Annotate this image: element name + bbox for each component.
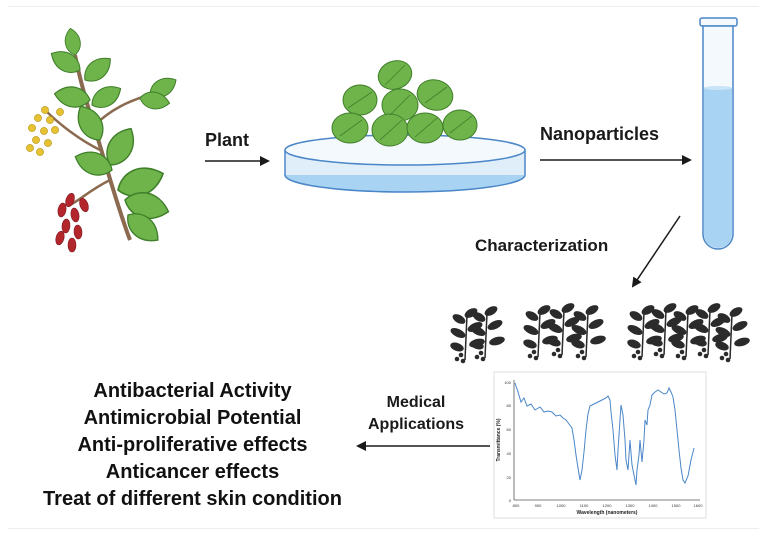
step-label-medical-applications: Medical Applications [368,392,464,436]
y-tick-label: 80 [507,403,512,408]
applications-list: Antibacterial Activity Antimicrobial Pot… [20,378,365,513]
barberry-plant-icon [26,26,181,253]
x-tick-label: 1000 [557,503,567,508]
x-tick-label: 800 [513,503,520,508]
y-tick-label: 40 [507,451,512,456]
application-item: Antibacterial Activity [93,380,292,402]
x-tick-label: 1100 [580,503,589,508]
x-tick-label: 1300 [626,503,636,508]
y-tick-label: 0 [509,498,512,503]
characterization-silhouettes [448,300,752,365]
step-label-characterization: Characterization [475,236,609,255]
spectrum-trace [514,382,695,486]
test-tube-icon [699,17,738,250]
ftir-spectrum-chart: 100 80 60 40 20 0 800 900 1000 1100 1200… [493,371,707,519]
spectrum-x-ticks: 800 900 1000 1100 1200 1300 1400 1500 16… [513,503,704,508]
medical-label-line-1: Medical [386,394,446,411]
x-tick-label: 1200 [603,503,613,508]
petri-dish-icon [284,60,526,193]
silhouette-group-3 [625,300,752,364]
step-label-plant: Plant [205,130,250,150]
bottom-frame-line [8,528,759,529]
spectrum-y-ticks: 100 80 60 40 20 0 [504,380,511,503]
silhouette-group-1 [448,303,507,365]
application-item: Treat of different skin condition [43,488,342,510]
y-tick-label: 100 [504,380,511,385]
spectrum-x-axis-label: Wavelength (nanometers) [577,510,638,516]
y-tick-label: 60 [507,427,512,432]
silhouette-group-2 [521,300,608,362]
x-tick-label: 900 [535,503,542,508]
application-item: Antimicrobial Potential [83,407,302,429]
step-label-nanoparticles: Nanoparticles [540,124,660,144]
x-tick-label: 1600 [694,503,704,508]
application-item: Anticancer effects [105,461,280,483]
y-tick-label: 20 [507,475,512,480]
spectrum-y-axis-label: Transmittance (%) [496,418,502,461]
x-tick-label: 1500 [672,503,682,508]
top-frame-line [8,6,759,7]
x-tick-label: 1400 [649,503,659,508]
application-item: Anti-proliferative effects [77,434,308,456]
arrow-tube-to-characterization [631,215,681,288]
medical-label-line-2: Applications [368,416,465,433]
